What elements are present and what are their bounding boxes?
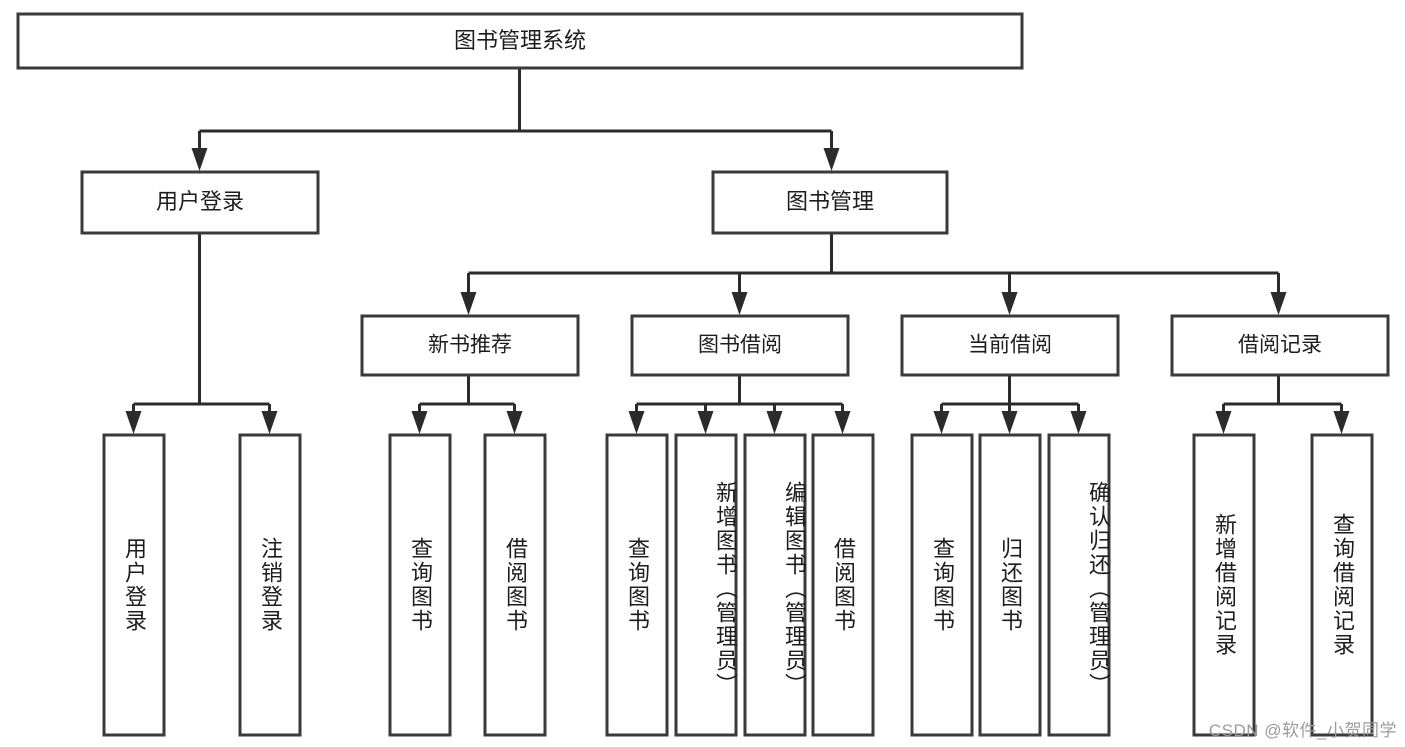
node-new-book-recommend-box[interactable]: [360, 314, 580, 377]
node-leaf-borrow-book-2-box[interactable]: [811, 433, 875, 737]
node-leaf-confirm-return-box[interactable]: [1047, 433, 1111, 737]
node-current-borrow-box[interactable]: [900, 314, 1120, 377]
node-book-manage-label: 图书管理: [786, 189, 874, 214]
arrowhead-leaf-borrow-book-1: [506, 411, 523, 434]
arrowhead-book-borrow: [731, 292, 748, 315]
node-book-manage[interactable]: 图书管理: [711, 170, 949, 235]
node-book-manage-box[interactable]: [711, 170, 949, 235]
watermark-text: CSDN @软件_小贺同学: [1208, 721, 1397, 740]
node-user-login-label: 用户登录: [156, 189, 244, 214]
node-leaf-edit-book-box[interactable]: [743, 433, 807, 737]
node-book-borrow-box[interactable]: [630, 314, 850, 377]
connector-group-borrow-record: [1215, 375, 1350, 434]
connector-group-root: [191, 68, 840, 171]
node-leaf-logout-login-box[interactable]: [238, 433, 302, 737]
node-leaf-user-login-box[interactable]: [102, 433, 166, 737]
node-root-box[interactable]: [16, 12, 1024, 70]
node-leaf-return-book-box[interactable]: [978, 433, 1042, 737]
node-current-borrow-label: 当前借阅: [968, 334, 1052, 357]
node-book-borrow-label: 图书借阅: [698, 334, 782, 357]
node-leaf-add-book-box[interactable]: [674, 433, 738, 737]
arrowhead-leaf-borrow-book-2: [834, 411, 851, 434]
arrowhead-book-manage: [823, 148, 840, 171]
node-leaf-query-record-box[interactable]: [1310, 433, 1374, 737]
node-leaf-query-book-1-box[interactable]: [388, 433, 452, 737]
node-leaf-borrow-book-1-box[interactable]: [483, 433, 547, 737]
arrowhead-new-book-recommend: [460, 292, 477, 315]
connector-group-book-borrow: [628, 375, 851, 434]
node-leaf-query-book-2-box[interactable]: [605, 433, 669, 737]
arrowhead-leaf-edit-book: [766, 411, 783, 434]
arrowhead-leaf-query-book-1: [411, 411, 428, 434]
node-book-borrow[interactable]: 图书借阅: [630, 314, 850, 377]
node-root-label: 图书管理系统: [454, 28, 586, 53]
node-borrow-record-box[interactable]: [1170, 314, 1390, 377]
arrowhead-leaf-confirm-return: [1070, 411, 1087, 434]
arrowhead-leaf-query-book-3: [933, 411, 950, 434]
node-borrow-record[interactable]: 借阅记录: [1170, 314, 1390, 377]
arrowhead-leaf-add-record: [1215, 411, 1232, 434]
connector-group-current-borrow: [933, 375, 1087, 434]
node-current-borrow[interactable]: 当前借阅: [900, 314, 1120, 377]
arrowhead-leaf-add-book: [697, 411, 714, 434]
node-new-book-recommend[interactable]: 新书推荐: [360, 314, 580, 377]
node-user-login-box[interactable]: [80, 170, 320, 235]
arrowhead-leaf-query-record: [1333, 411, 1350, 434]
connector-group-new-book-recommend: [411, 375, 523, 434]
arrowhead-user-login: [191, 148, 208, 171]
node-user-login[interactable]: 用户登录: [80, 170, 320, 235]
node-root[interactable]: 图书管理系统: [16, 12, 1024, 70]
arrowhead-leaf-query-book-2: [628, 411, 645, 434]
connector-group-book-manage: [460, 233, 1287, 315]
arrowhead-leaf-user-login: [125, 411, 142, 434]
arrowhead-leaf-return-book: [1001, 411, 1018, 434]
node-leaf-query-book-3-box[interactable]: [910, 433, 974, 737]
connector-group-user-login: [125, 233, 278, 434]
node-leaf-add-record-box[interactable]: [1192, 433, 1256, 737]
arrowhead-current-borrow: [1001, 292, 1018, 315]
arrowhead-borrow-record: [1270, 292, 1287, 315]
arrowhead-leaf-logout-login: [261, 411, 278, 434]
node-new-book-recommend-label: 新书推荐: [428, 334, 512, 357]
node-borrow-record-label: 借阅记录: [1238, 334, 1322, 357]
